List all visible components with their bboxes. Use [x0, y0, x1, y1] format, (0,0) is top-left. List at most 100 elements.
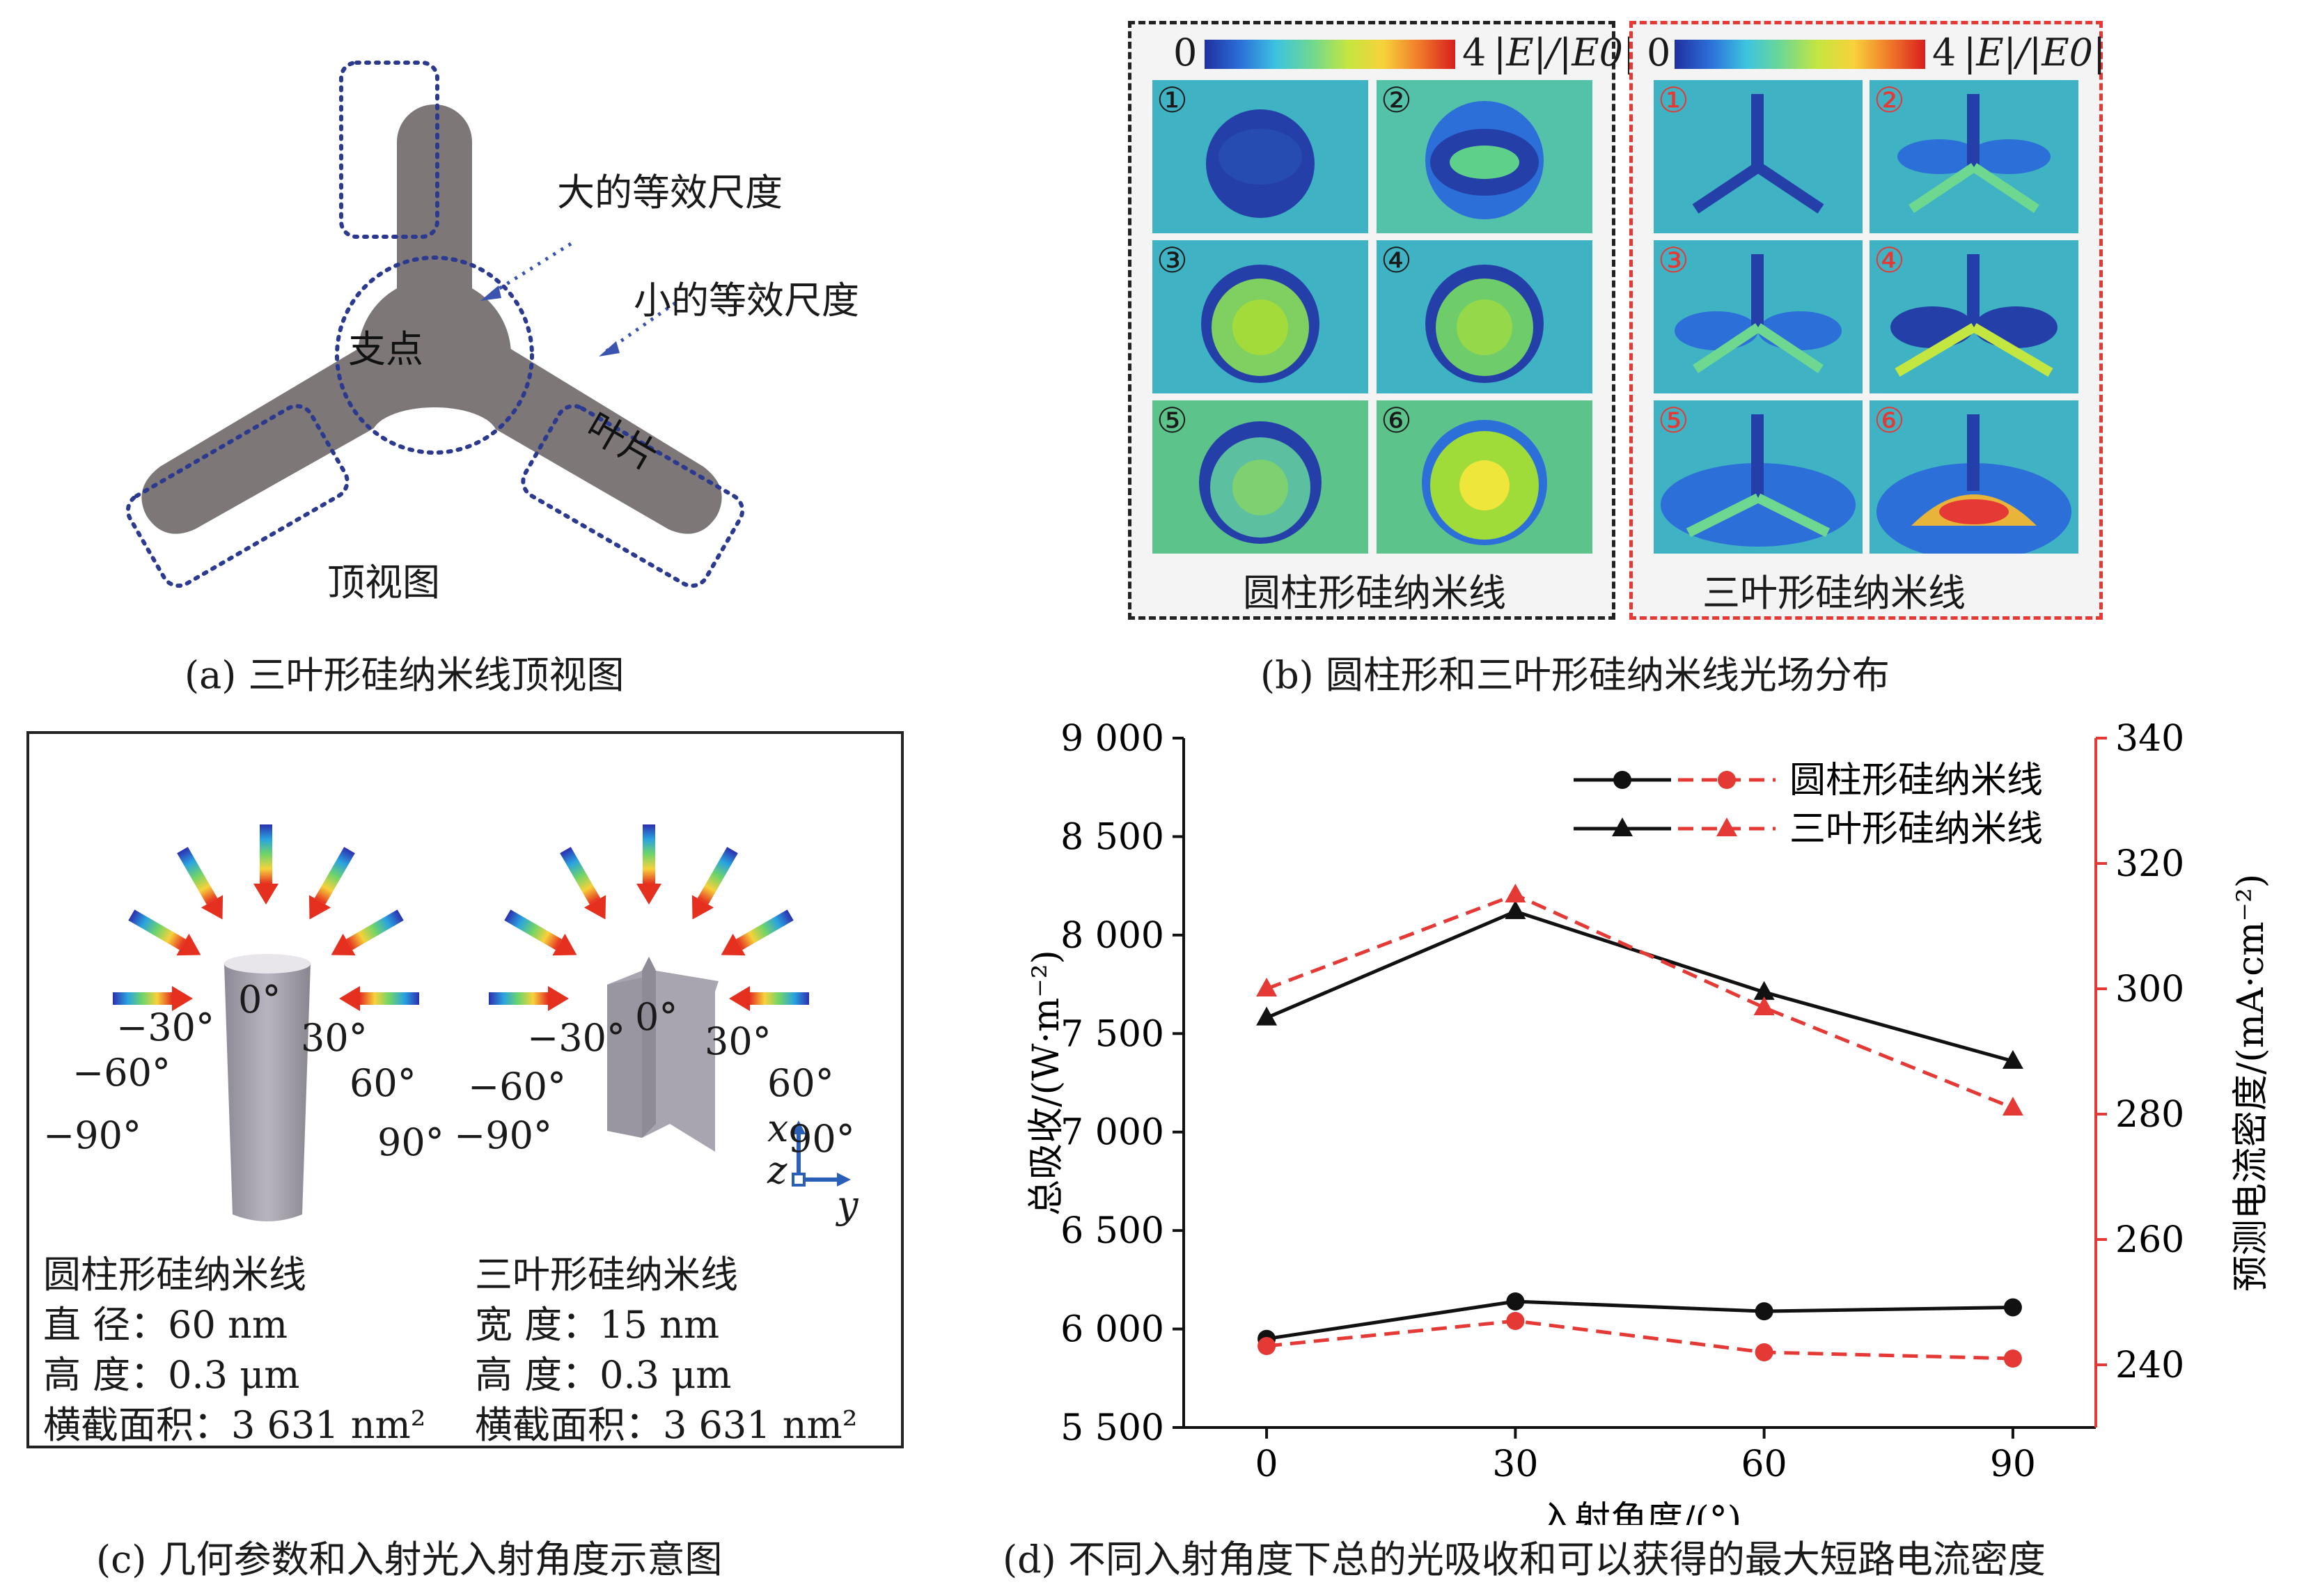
scale-label-left: |E|/|E0|: [1494, 31, 1636, 75]
trilobe-nanowire: [607, 957, 719, 1152]
panel-b: 0 4 |E|/|E0| ① ② ③ ④ ⑤ ⑥ 圆柱形硅纳米线: [1128, 21, 2106, 627]
data-point: [2003, 1298, 2022, 1317]
cell-number: ②: [1874, 80, 1905, 120]
left-tick-label: 8 500: [1060, 816, 1164, 858]
series-line: [1266, 909, 2014, 1063]
data-point: [1506, 1312, 1525, 1330]
angle-label-left: −60°: [72, 1051, 171, 1095]
data-point: [1755, 1343, 1773, 1361]
pivot-dotted-circle: [335, 256, 534, 455]
scale-label-right: |E|/|E0|: [1964, 31, 2106, 75]
cyl-cell-3: ③: [1152, 240, 1368, 396]
panel-a: 大的等效尺度 小的等效尺度 支点 叶片 顶视图: [104, 49, 926, 696]
x-tick-label: 90: [1990, 1444, 2036, 1485]
caption-b: (b) 圆柱形和三叶形硅纳米线光场分布: [1260, 653, 1890, 697]
data-point: [1256, 978, 1278, 996]
scale-min-left: 0: [1173, 31, 1198, 75]
tri-area: 横截面积：3 631 nm²: [475, 1403, 858, 1447]
data-point: [1753, 980, 1775, 1000]
axis-y-label: y: [837, 1183, 859, 1227]
data-point: [1506, 1292, 1525, 1311]
cylinder-field-group: 0 4 |E|/|E0| ① ② ③ ④ ⑤ ⑥ 圆柱形硅纳米线: [1128, 21, 1636, 620]
colorbar-left: [1205, 40, 1455, 69]
incidence-diagram: [113, 824, 851, 1221]
tri-height: 高 度：0.3 μm: [475, 1353, 732, 1397]
right-tick-label: 340: [2115, 718, 2184, 760]
scale-max-left: 4: [1462, 31, 1487, 75]
label-top-view: 顶视图: [327, 561, 440, 604]
tri-cell-6: ⑥: [1870, 400, 2078, 561]
left-arrow-set: [113, 824, 419, 1011]
tri-cell-5: ⑤: [1654, 400, 1863, 556]
cylinder-nanowire: [224, 954, 311, 1221]
caption-c: (c) 几何参数和入射光入射角度示意图: [96, 1538, 723, 1581]
x-tick-label: 30: [1492, 1444, 1538, 1485]
label-large-scale: 大的等效尺度: [557, 171, 783, 214]
right-arrow-set: [489, 824, 809, 1011]
cyl-cell-4: ④: [1377, 240, 1592, 396]
pivot-notch: [372, 407, 497, 463]
data-point: [1505, 900, 1526, 919]
tri-cell-1: ①: [1654, 80, 1863, 236]
angle-label-right: −30°: [527, 1016, 625, 1060]
x-tick-label: 60: [1741, 1444, 1787, 1485]
trilobe-top-view-diagram: [125, 61, 745, 588]
cyl-cell-1: ①: [1152, 80, 1368, 236]
data-point: [1256, 1006, 1278, 1026]
series-line: [1266, 893, 2014, 1110]
trilobe-field-group: 0 4 |E|/|E0| ① ② ③ ④ ⑤ ⑥ 三叶形硅纳米线: [1629, 21, 2106, 620]
series-line: [1266, 1319, 2013, 1361]
tri-cell-2: ②: [1870, 80, 2078, 236]
coordinate-axes: [792, 1120, 851, 1187]
left-blade-box: [125, 404, 350, 588]
cyl-cell-5: ⑤: [1152, 400, 1368, 556]
tri-width: 宽 度：15 nm: [475, 1303, 720, 1347]
cell-number: ③: [1658, 240, 1689, 281]
cyl-diameter: 直 径：60 nm: [43, 1303, 288, 1347]
x-axis-label: 入射角度/(°): [1538, 1499, 1741, 1525]
data-point: [2002, 1097, 2023, 1116]
cell-number: ①: [1157, 80, 1188, 120]
y-right-axis-label: 预测电流密度/(mA·cm⁻²): [2230, 874, 2272, 1292]
right-blade-box: [521, 404, 745, 588]
caption-a: (a) 三叶形硅纳米线顶视图: [185, 653, 625, 697]
angle-label-left: −90°: [43, 1113, 141, 1157]
cyl-cell-2: ②: [1377, 80, 1592, 236]
legend-marker: [1612, 817, 1633, 836]
cell-number: ⑤: [1157, 400, 1188, 441]
series-line: [1266, 1299, 2013, 1341]
left-tick-label: 6 000: [1060, 1309, 1164, 1351]
label-pivot: 支点: [348, 327, 423, 371]
angle-label-left: −30°: [116, 1006, 214, 1049]
legend-marker: [1613, 771, 1631, 789]
right-tick-label: 280: [2115, 1094, 2184, 1136]
axis-z-label: z: [767, 1148, 787, 1192]
x-tick-label: 0: [1255, 1444, 1278, 1485]
angle-label-left: 90°: [377, 1120, 444, 1164]
left-tick-label: 8 000: [1060, 915, 1164, 957]
angle-label-right: 0°: [635, 995, 678, 1039]
angle-label-left: 30°: [301, 1016, 368, 1060]
legend-label: 圆柱形硅纳米线: [1789, 760, 2043, 801]
cell-number: ③: [1157, 240, 1188, 281]
right-tick-label: 260: [2115, 1219, 2184, 1261]
tri-cell-4: ④: [1870, 240, 2078, 396]
cell-number: ⑤: [1658, 400, 1689, 441]
cyl-title: 圆柱形硅纳米线: [43, 1253, 306, 1297]
angle-label-right: 60°: [767, 1061, 834, 1105]
cell-number: ②: [1381, 80, 1412, 120]
data-point: [1753, 996, 1775, 1015]
axis-x-label: x: [767, 1106, 789, 1150]
cyl-height: 高 度：0.3 μm: [43, 1353, 300, 1397]
angle-label-right: −90°: [454, 1113, 552, 1157]
label-small-scale: 小的等效尺度: [634, 279, 859, 322]
trilobe-group-title: 三叶形硅纳米线: [1702, 571, 1966, 615]
data-point: [1505, 884, 1526, 902]
legend-marker: [1718, 771, 1736, 789]
cyl-cell-6: ⑥: [1377, 400, 1592, 556]
caption-d: (d) 不同入射角度下总的光吸收和可以获得的最大短路电流密度: [1003, 1538, 2046, 1581]
left-tick-label: 6 500: [1060, 1210, 1164, 1252]
legend-marker: [1716, 817, 1737, 836]
data-point: [2002, 1049, 2023, 1069]
